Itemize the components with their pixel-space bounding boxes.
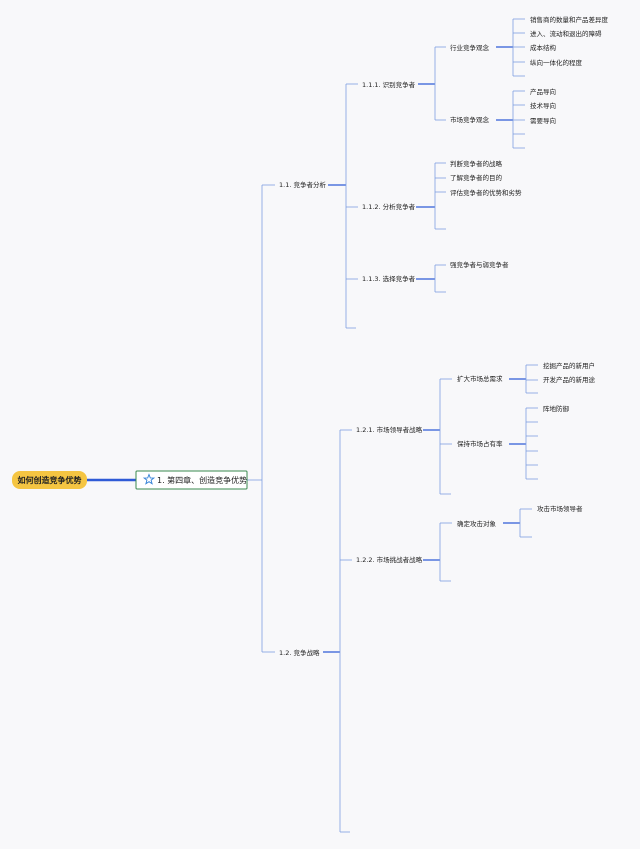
star-icon (142, 473, 156, 485)
leaf-keep-1[interactable]: 阵地防御 (543, 404, 570, 413)
chapter-node-box (135, 470, 248, 490)
node-s1a[interactable]: 1.1.1. 识别竞争者 (362, 80, 416, 89)
node-s2[interactable]: 1.2. 竞争战略 (279, 648, 320, 657)
leaf-s1c-1[interactable]: 强竞争者与弱竞争者 (450, 260, 509, 269)
leaf-expand-1[interactable]: 挖掘产品的新用户 (543, 361, 595, 370)
node-expand[interactable]: 扩大市场总需求 (457, 374, 503, 383)
leaf-market-2[interactable]: 技术导向 (530, 101, 556, 110)
leaf-s1b-2[interactable]: 了解竞争者的目的 (450, 173, 503, 182)
node-industry[interactable]: 行业竞争观念 (450, 43, 490, 52)
leaf-industry-2[interactable]: 进入、流动和退出的障碍 (530, 29, 602, 38)
leaf-s1b-1[interactable]: 判断竞争者的战略 (450, 159, 503, 168)
leaf-industry-4[interactable]: 纵向一体化的程度 (530, 58, 583, 67)
node-s1c[interactable]: 1.1.3. 选择竞争者 (362, 274, 416, 283)
node-s2b[interactable]: 1.2.2. 市场挑战者战略 (356, 555, 423, 564)
root-node-box (12, 471, 87, 489)
leaf-s1b-3[interactable]: 评估竞争者的优势和劣势 (450, 188, 522, 197)
leaf-industry-1[interactable]: 销售商的数量和产品差异度 (530, 15, 609, 24)
connectors (86, 18, 538, 833)
leaf-market-3[interactable]: 需要导向 (530, 116, 556, 125)
node-keep[interactable]: 保持市场占有率 (457, 439, 503, 448)
node-s1b[interactable]: 1.1.2. 分析竞争者 (362, 202, 416, 211)
leaf-target-1[interactable]: 攻击市场领导者 (537, 504, 583, 513)
leaf-expand-2[interactable]: 开发产品的新用途 (543, 375, 596, 384)
leaf-industry-3[interactable]: 成本结构 (530, 43, 557, 52)
node-target[interactable]: 确定攻击对象 (457, 519, 497, 528)
root-node[interactable]: 如何创造竞争优势 (12, 471, 87, 489)
node-market[interactable]: 市场竞争观念 (450, 115, 490, 124)
root-node-label: 如何创造竞争优势 (18, 475, 82, 485)
node-s1[interactable]: 1.1. 竞争者分析 (279, 180, 326, 189)
leaf-market-1[interactable]: 产品导向 (530, 87, 556, 96)
chapter-node-label: 1. 第四章、创造竞争优势 (157, 475, 247, 485)
node-s2a[interactable]: 1.2.1. 市场领导者战略 (356, 425, 423, 434)
chapter-node[interactable]: 1. 第四章、创造竞争优势 (135, 470, 248, 490)
